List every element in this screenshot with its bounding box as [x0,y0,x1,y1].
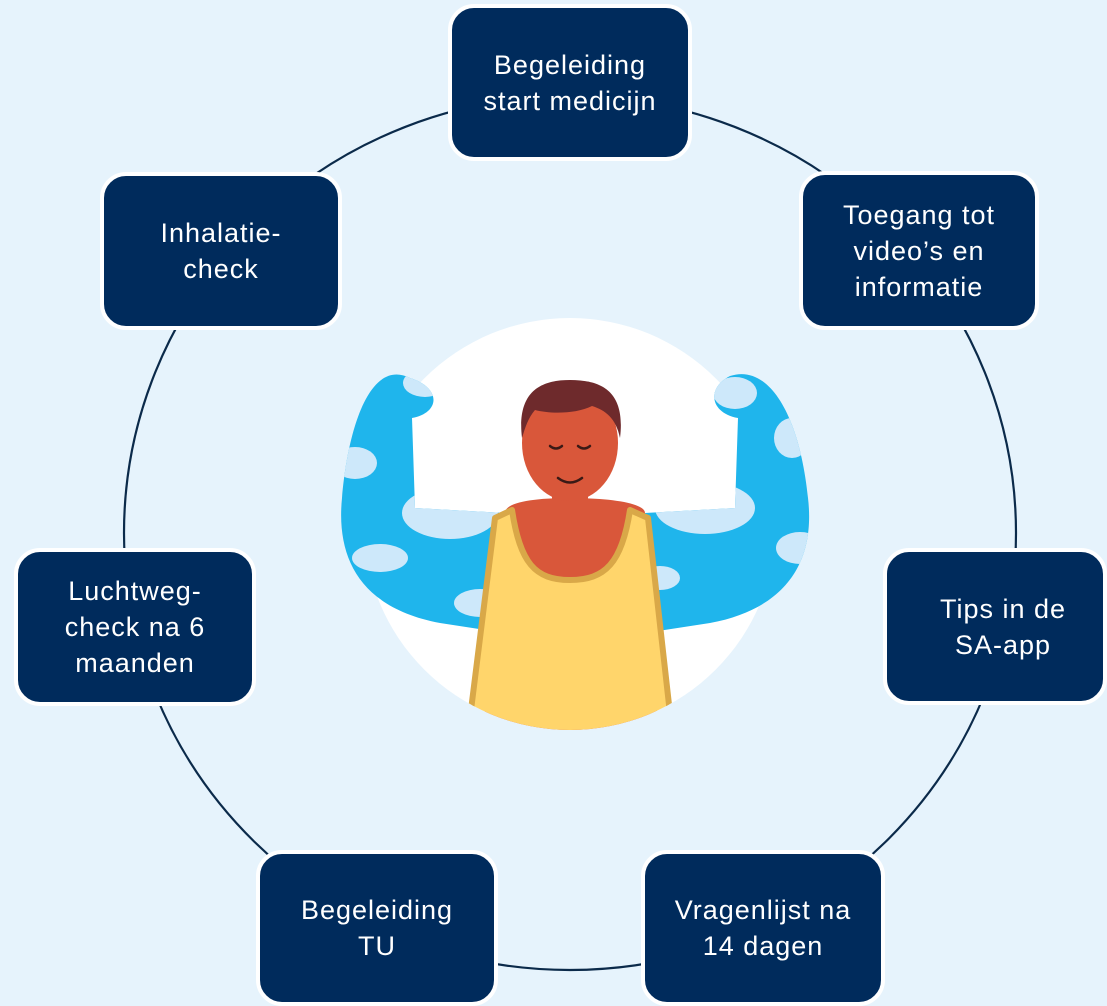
step-begeleiding-tu[interactable]: Begeleiding TU [256,850,498,1006]
step-tips-sa-app[interactable]: Tips in de SA-app [883,548,1107,705]
step-begeleiding-start-medicijn[interactable]: Begeleiding start medicijn [448,4,692,161]
flexing-man-illustration [341,318,810,730]
step-luchtweg-check[interactable]: Luchtweg- check na 6 maanden [14,548,256,706]
step-vragenlijst-14-dagen[interactable]: Vragenlijst na 14 dagen [641,850,885,1006]
step-toegang-videos[interactable]: Toegang tot video’s en informatie [799,171,1039,330]
head [521,380,621,518]
torso [462,498,678,730]
step-inhalatie-check[interactable]: Inhalatie- check [100,172,342,330]
